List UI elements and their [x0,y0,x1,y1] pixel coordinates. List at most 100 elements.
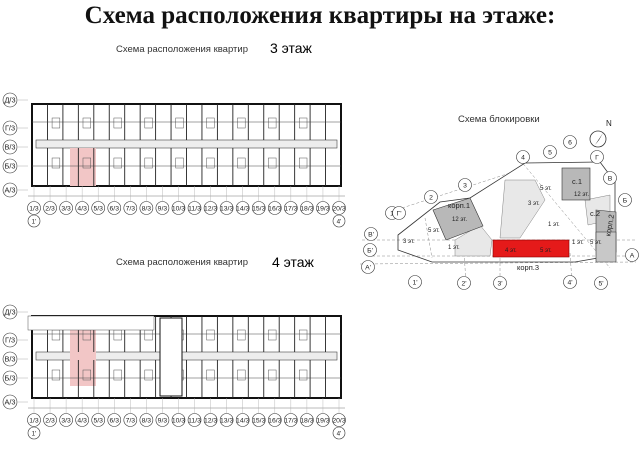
plan4-axis-bottom: 17/3 [284,413,298,427]
page-title: Схема расположения квартиры на этаже: [84,2,556,29]
plan4-axis-bottom: 18/3 [300,413,314,427]
plan4-axis-bottom: 8/3 [139,413,154,427]
svg-text:3: 3 [463,182,467,189]
svg-text:19/3: 19/3 [316,205,329,212]
plan3-axis-bottom: 16/3 [267,201,282,215]
svg-text:В': В' [368,231,374,238]
site-axis-bubble: 2 [424,190,438,204]
svg-text:16/3: 16/3 [268,205,281,212]
svg-text:13/3: 13/3 [220,205,233,212]
svg-text:В/3: В/3 [4,355,15,364]
small-label-f: 5 эт. [428,228,440,234]
plan4-axis-bottom: 19/3 [316,413,330,427]
svg-text:1/3: 1/3 [29,417,39,424]
svg-text:4/3: 4/3 [77,417,87,424]
plan4-axis-bottom: 13/3 [219,413,233,427]
site-axis-bubble: 3 [458,178,472,192]
plan4-axis-start: 1' [27,426,41,440]
plan4-axis-left: А/3 [2,394,18,410]
svg-text:9/3: 9/3 [158,205,168,212]
svg-text:А: А [630,252,635,259]
plan3-axis-bottom: 4/3 [75,201,89,215]
svg-text:1: 1 [390,210,394,217]
plan4-axis-bottom: 11/3 [187,413,202,427]
site-axis-bubble: 5' [594,276,608,290]
plan4-axis-bottom: 20/3 [332,413,346,427]
site-axis-bubble: А' [361,260,375,274]
svg-text:19/3: 19/3 [316,417,329,424]
small-label-d: 1 эт. [548,222,560,228]
svg-text:1': 1' [32,430,37,437]
plan3-axis-bottom: 12/3 [203,201,217,215]
plan4-caption: Схема расположения квартир [116,257,248,268]
building-s1 [561,167,591,201]
plan3-axis-bottom: 19/3 [316,201,330,215]
svg-text:11/3: 11/3 [188,417,201,424]
svg-text:5/3: 5/3 [93,205,103,212]
site-axis-bubble: 1' [408,275,422,289]
svg-text:12/3: 12/3 [204,417,217,424]
svg-text:Д/3: Д/3 [4,96,15,105]
svg-text:3/3: 3/3 [61,205,71,212]
svg-text:5': 5' [598,280,603,287]
label-korp3-floors-a: 4 эт. [505,248,517,254]
svg-text:А/3: А/3 [4,398,15,407]
label-korp2: корп.2 [603,214,616,237]
svg-text:14/3: 14/3 [236,417,249,424]
svg-text:6/3: 6/3 [110,205,120,212]
svg-text:18/3: 18/3 [300,205,313,212]
label-korp2-floors: 5 эт. [590,240,602,246]
plan3-axis-left: Б/3 [2,158,18,174]
label-s1: с.1 [572,177,582,186]
svg-text:6/3: 6/3 [110,417,120,424]
svg-text:2: 2 [429,194,433,201]
plan4-axis-left: В/3 [2,351,18,367]
svg-text:В/3: В/3 [4,143,15,152]
plan3-axis-bottom: 10/3 [171,201,185,215]
svg-text:7/3: 7/3 [126,205,136,212]
svg-text:20/3: 20/3 [332,205,345,212]
svg-text:Г/3: Г/3 [5,124,15,133]
site-axis-bubble: 5 [543,145,557,159]
plan3-axis-bottom: 13/3 [219,201,233,215]
plan3-axis-bottom: 17/3 [284,201,298,215]
svg-text:5: 5 [548,149,552,156]
svg-text:15/3: 15/3 [252,417,265,424]
svg-text:Г/3: Г/3 [5,336,15,345]
svg-text:17/3: 17/3 [284,417,297,424]
small-label-a: 3 эт. [403,239,415,245]
plan3-axis-bottom: 15/3 [251,201,266,215]
svg-text:А': А' [365,264,371,271]
plan4-axis-bottom: 2/3 [43,413,57,427]
svg-text:1': 1' [412,279,417,286]
site-axis-bubble: В [603,171,617,185]
svg-text:Б: Б [623,197,628,204]
plan3-axis-bottom: 6/3 [107,201,122,215]
site-axis-bubble: Б' [363,243,377,257]
svg-text:6: 6 [568,139,572,146]
plan3-axis-bottom: 18/3 [300,201,314,215]
svg-text:2': 2' [461,280,466,287]
building-korp1 [432,197,484,241]
site-axis-bubble: 4 [516,150,530,164]
plan4-axis-bottom: 14/3 [235,413,250,427]
svg-text:13/3: 13/3 [220,417,233,424]
svg-text:5/3: 5/3 [93,417,103,424]
svg-text:2/3: 2/3 [45,205,55,212]
svg-text:В: В [608,175,613,182]
svg-text:14/3: 14/3 [236,205,249,212]
plan3-axis-start: 1' [27,214,41,228]
svg-text:15/3: 15/3 [252,205,265,212]
highlight-block [492,239,570,258]
small-label-e: 1 эт. [572,240,584,246]
plan4-axis-bottom: 9/3 [155,413,170,427]
plan3-floor-label: 3 этаж [270,40,312,56]
plan4-axis-bottom: 16/3 [267,413,282,427]
north-arrow-icon [589,130,607,148]
label-s1-floors: 12 эт. [574,192,589,198]
label-korp3-floors-b: 5 эт. [540,248,552,254]
plan4-axis-bottom: 4/3 [75,413,89,427]
